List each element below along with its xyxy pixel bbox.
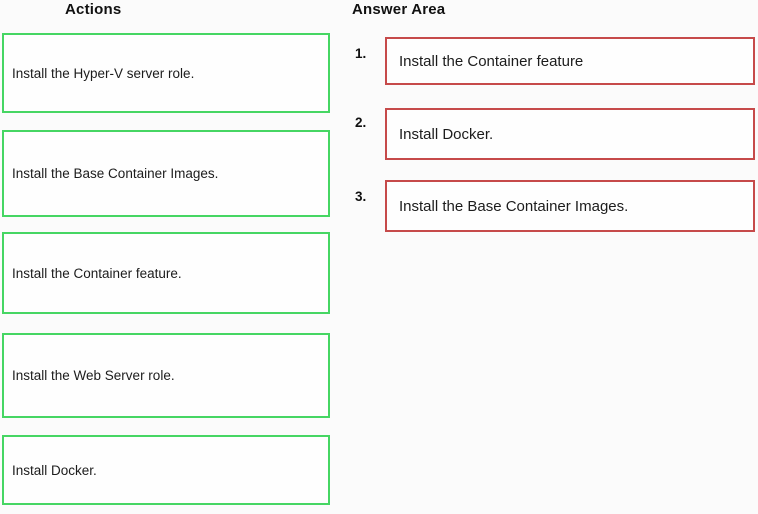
action-card-install-docker[interactable]: Install Docker.: [2, 435, 330, 505]
answer-slot-number-1: 1.: [355, 46, 367, 61]
action-card-base-container-images[interactable]: Install the Base Container Images.: [2, 130, 330, 217]
action-card-label: Install the Container feature.: [12, 265, 182, 281]
answer-slot-label: Install the Container feature: [399, 52, 584, 70]
action-card-label: Install the Hyper-V server role.: [12, 65, 195, 81]
action-card-container-feature[interactable]: Install the Container feature.: [2, 232, 330, 314]
answer-slot-2[interactable]: Install Docker.: [385, 108, 755, 160]
action-card-hyper-v-server-role[interactable]: Install the Hyper-V server role.: [2, 33, 330, 113]
answer-slot-label: Install the Base Container Images.: [399, 197, 629, 215]
answer-slot-3[interactable]: Install the Base Container Images.: [385, 180, 755, 232]
action-card-web-server-role[interactable]: Install the Web Server role.: [2, 333, 330, 418]
answer-slot-number-2: 2.: [355, 115, 367, 130]
answer-area-title: Answer Area: [352, 1, 446, 18]
actions-column-title: Actions: [65, 1, 122, 18]
answer-slot-1[interactable]: Install the Container feature: [385, 37, 755, 85]
action-card-label: Install the Web Server role.: [12, 368, 175, 383]
answer-slot-label: Install Docker.: [399, 125, 494, 143]
answer-slot-number-3: 3.: [355, 189, 367, 204]
action-card-label: Install the Base Container Images.: [12, 166, 219, 181]
action-card-label: Install Docker.: [12, 462, 97, 478]
